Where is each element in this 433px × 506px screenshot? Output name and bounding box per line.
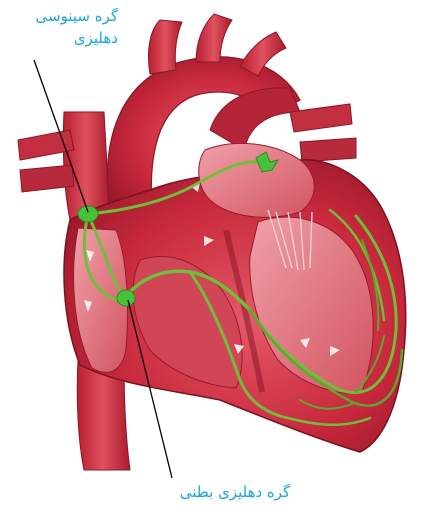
pulmonary-trunk: [210, 88, 300, 150]
sa-node-label-line2: دهلیزی: [8, 28, 118, 48]
av-node: [117, 290, 135, 306]
carotid-artery: [196, 14, 232, 62]
av-node-label: گره دهلیزی بطنی: [150, 482, 320, 502]
sa-node-label-line1: گره سینوسی: [8, 6, 118, 26]
sa-node: [78, 206, 98, 222]
pulmonary-vessel-right-upper: [290, 104, 352, 132]
pulmonary-vessel-right-lower: [300, 138, 356, 162]
